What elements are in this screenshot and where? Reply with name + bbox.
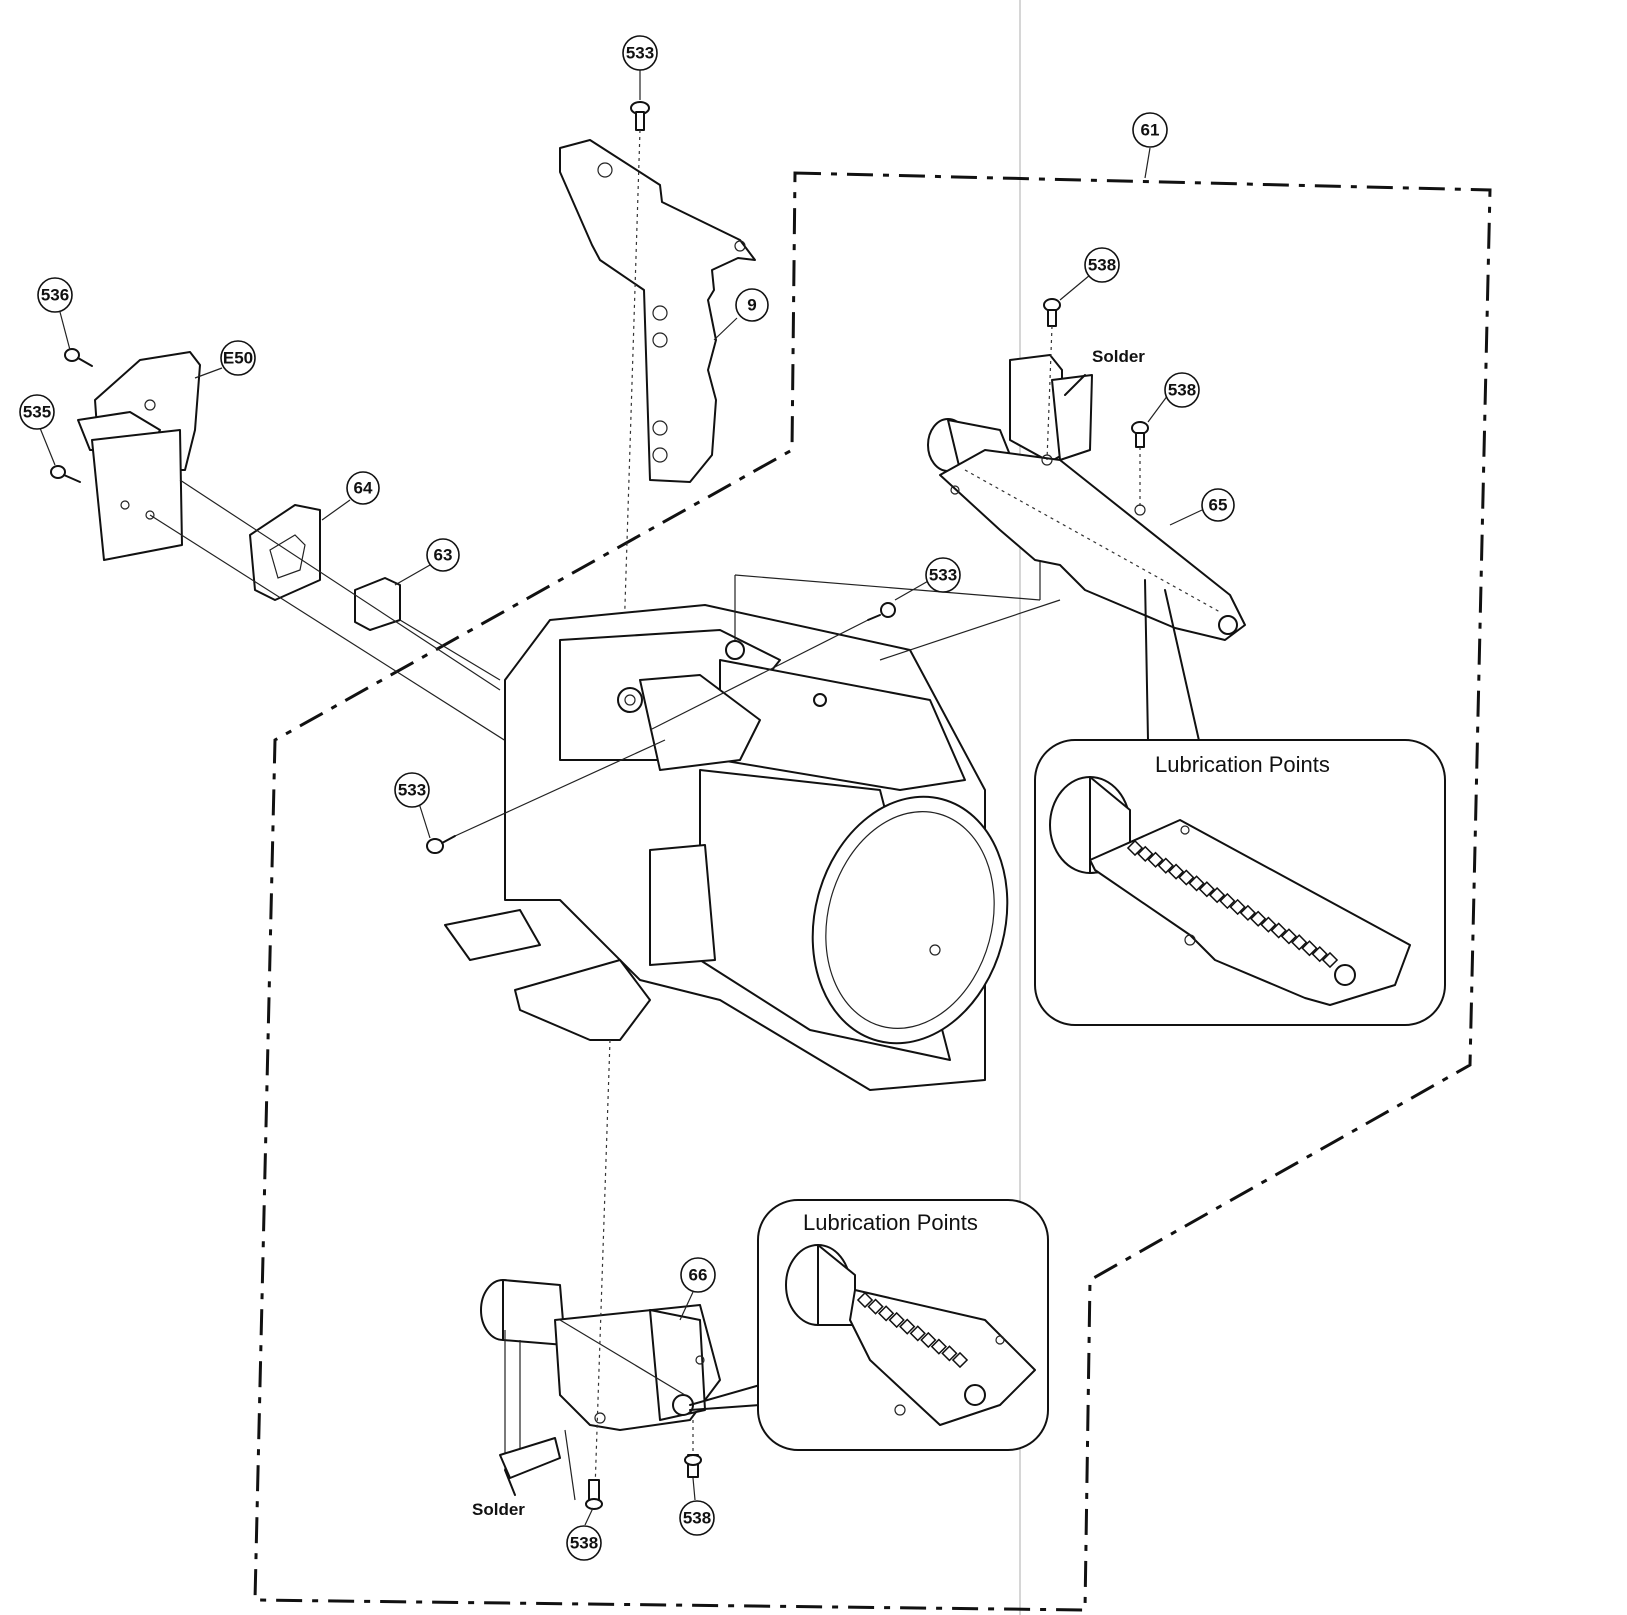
screw-533-top (630, 101, 650, 131)
callout-538-b-label: 538 (1168, 381, 1196, 400)
callout-538-c-label: 538 (570, 1534, 598, 1553)
callout-e50-label: E50 (223, 349, 253, 368)
lubrication-teeth-lower (856, 1291, 969, 1369)
callout-61: 61 (1132, 112, 1168, 148)
detail-box-lower-title: Lubrication Points (803, 1210, 978, 1235)
spacer-64 (249, 504, 321, 601)
screw-533-mid (867, 602, 896, 621)
callout-e50: E50 (220, 340, 256, 376)
lubrication-tooth (1188, 875, 1205, 892)
lubrication-tooth (1126, 839, 1144, 857)
solder-pad (499, 1437, 561, 1479)
screw-533-left (426, 835, 456, 854)
callout-538-b: 538 (1164, 372, 1200, 408)
callout-66-label: 66 (689, 1266, 708, 1285)
callout-66: 66 (680, 1257, 716, 1293)
lubrication-tooth (1301, 940, 1318, 957)
callout-65: 65 (1201, 488, 1235, 522)
lubrication-teeth-upper (1126, 839, 1339, 969)
callout-536: 536 (37, 277, 73, 313)
callout-538-a-label: 538 (1088, 256, 1116, 275)
screw-538-d (684, 1454, 702, 1478)
callout-9-label: 9 (747, 296, 756, 315)
lubrication-tooth (1239, 904, 1257, 921)
motor-65 (927, 354, 1246, 641)
lubrication-tooth (1321, 951, 1339, 969)
lubrication-tooth (1229, 898, 1246, 916)
switch-e50 (77, 351, 201, 561)
callout-64-label: 64 (354, 479, 373, 498)
screw-538-b (1131, 421, 1149, 448)
lubrication-tooth (856, 1291, 874, 1309)
callout-533-mid-label: 533 (929, 566, 957, 585)
solder-note-top: Solder (1092, 347, 1145, 366)
detail-box-upper (1034, 739, 1446, 1026)
lubrication-tooth (877, 1305, 895, 1322)
lubrication-tooth (1291, 934, 1308, 951)
callout-538-d: 538 (679, 1500, 715, 1536)
lubrication-tooth (951, 1351, 969, 1369)
detail-box-upper-title: Lubrication Points (1155, 752, 1330, 777)
callout-9: 9 (735, 288, 769, 322)
callout-63-label: 63 (434, 546, 453, 565)
lens-block (444, 604, 1009, 1091)
callout-538-a: 538 (1084, 247, 1120, 283)
lubrication-tooth (1167, 863, 1185, 880)
callout-65-label: 65 (1209, 496, 1228, 515)
lubrication-tooth (1219, 892, 1236, 910)
motor-66 (480, 1279, 721, 1431)
assembly-61-boundary (253, 171, 1492, 1612)
lubrication-tooth (1208, 887, 1226, 904)
callout-533-top: 533 (622, 35, 658, 71)
lubrication-tooth (941, 1345, 958, 1362)
callout-533-top-label: 533 (626, 44, 654, 63)
callout-538-c: 538 (566, 1525, 602, 1561)
lubrication-tooth (930, 1338, 948, 1355)
callout-63: 63 (426, 538, 460, 572)
screw-538-c (585, 1479, 603, 1510)
lubrication-tooth (867, 1298, 884, 1315)
lubrication-tooth (1137, 845, 1154, 863)
screw-536 (64, 348, 93, 367)
callout-535-label: 535 (23, 403, 51, 422)
callout-535: 535 (19, 394, 55, 430)
callout-533-mid: 533 (925, 557, 961, 593)
callout-533-left-label: 533 (398, 781, 426, 800)
solder-note-bottom: Solder (472, 1500, 525, 1519)
lubrication-tooth (1260, 916, 1277, 933)
screw-535 (50, 465, 81, 483)
callout-538-d-label: 538 (683, 1509, 711, 1528)
lubrication-tooth (1280, 928, 1298, 945)
screw-538-a (1043, 298, 1061, 327)
bracket-9 (559, 139, 756, 483)
callout-61-label: 61 (1141, 121, 1160, 140)
lubrication-tooth (920, 1331, 937, 1349)
lubrication-tooth (888, 1311, 905, 1329)
pad-63 (354, 577, 401, 631)
lubrication-tooth (1270, 922, 1287, 939)
lubrication-tooth (909, 1325, 926, 1342)
lubrication-tooth (1147, 851, 1164, 868)
lubrication-tooth (1250, 910, 1267, 927)
callout-64: 64 (346, 471, 380, 505)
callout-533-left: 533 (394, 772, 430, 808)
lubrication-tooth (1198, 881, 1215, 898)
lubrication-tooth (1311, 945, 1328, 963)
lubrication-tooth (1178, 869, 1195, 886)
lubrication-tooth (899, 1318, 916, 1335)
lubrication-tooth (1157, 857, 1174, 874)
callout-536-label: 536 (41, 286, 69, 305)
